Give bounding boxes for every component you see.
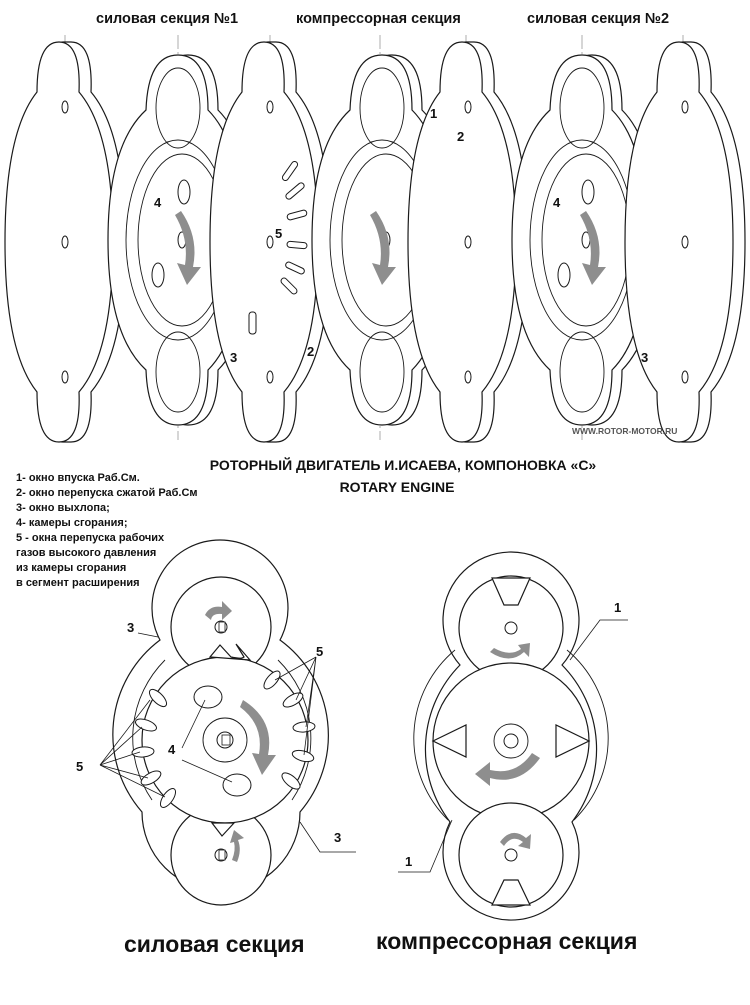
plate-1 xyxy=(4,41,126,443)
header-power-section-2: силовая секция №2 xyxy=(527,11,669,27)
label-power-section: силовая секция xyxy=(124,931,305,957)
callout-1-compressor-top: 1 xyxy=(614,600,621,615)
callout-5-right: 5 xyxy=(316,644,323,659)
legend-item-6: газов высокого давления xyxy=(16,547,156,559)
label-compressor-section: компрессорная секция xyxy=(376,928,637,954)
callout-1-compressor-bottom: 1 xyxy=(405,854,412,869)
callout-5-top: 5 xyxy=(275,226,282,241)
plate-3 xyxy=(407,41,529,443)
title-ru: РОТОРНЫЙ ДВИГАТЕЛЬ И.ИСАЕВА, КОМПОНОВКА … xyxy=(210,456,597,473)
housing-power-1 xyxy=(107,54,254,426)
callout-1-top: 1 xyxy=(430,106,437,121)
legend-item-5: 5 - окна перепуска рабочих xyxy=(16,532,165,544)
callout-2-bottom: 2 xyxy=(307,344,314,359)
legend-item-8: в сегмент расширения xyxy=(16,577,140,589)
legend: 1- окно впуска Раб.См. 2- окно перепуска… xyxy=(16,472,198,589)
legend-item-1: 1- окно впуска Раб.См. xyxy=(16,472,140,484)
compressor-section-cross-section xyxy=(398,551,628,921)
callout-3-right: 3 xyxy=(641,350,648,365)
header-compressor-section: компрессорная секция xyxy=(296,11,461,27)
callout-2-top: 2 xyxy=(457,129,464,144)
callout-3-left: 3 xyxy=(230,350,237,365)
callout-3-power-top: 3 xyxy=(127,620,134,635)
legend-item-2: 2- окно перепуска сжатой Раб.См xyxy=(16,487,198,499)
housing-power-2 xyxy=(511,54,658,426)
callout-4-top-left: 4 xyxy=(154,195,162,210)
plate-ports xyxy=(209,41,331,443)
callout-3-power-bottom: 3 xyxy=(334,830,341,845)
callout-4-top-right: 4 xyxy=(553,195,561,210)
plate-4 xyxy=(624,41,746,443)
legend-item-7: из камеры сгорания xyxy=(16,562,126,574)
legend-item-4: 4- камеры сгорания; xyxy=(16,517,127,529)
header-power-section-1: силовая секция №1 xyxy=(96,11,238,27)
title-en: ROTARY ENGINE xyxy=(340,479,455,495)
power-section-cross-section xyxy=(99,539,356,906)
legend-item-3: 3- окно выхлопа; xyxy=(16,502,110,514)
watermark: WWW.ROTOR-MOTOR.RU xyxy=(572,426,677,436)
callout-4-power: 4 xyxy=(168,742,176,757)
callout-5-left: 5 xyxy=(76,759,83,774)
